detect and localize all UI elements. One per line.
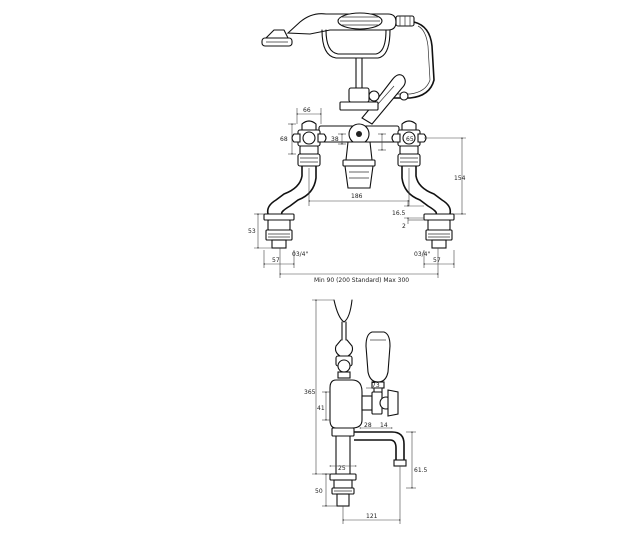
dim-25: 25: [338, 465, 346, 472]
dim-53: 53: [248, 228, 256, 235]
dim-154: 154: [454, 175, 466, 182]
dim-span: Min 90 (200 Standard) Max 300: [314, 277, 409, 284]
side-view: 365 41 73 28 14 25 61.5 50 121: [304, 298, 428, 524]
dim-50: 50: [315, 488, 323, 495]
dim-186: 186: [351, 193, 363, 200]
dim-65: 65: [406, 136, 414, 143]
dim-2: 2: [402, 223, 406, 230]
lever-handle-icon: [365, 331, 391, 395]
front-view: 66 68 38 65 186 154 16.5 2: [248, 12, 466, 284]
dim-121: 121: [366, 513, 378, 520]
dim-57-left: 57: [272, 257, 280, 264]
cross-handle-icon: [371, 389, 399, 417]
shower-handset-icon: [261, 12, 435, 99]
cross-handle-icon: [291, 120, 327, 167]
dim-16-5: 16.5: [392, 210, 406, 217]
dim-66: 66: [303, 107, 311, 114]
dim-73: 73: [372, 382, 380, 389]
dim-57-right: 57: [433, 257, 441, 264]
dim-68: 68: [280, 136, 288, 143]
cross-handle-icon: [391, 120, 427, 167]
dim-61-5: 61.5: [414, 467, 428, 474]
dim-365: 365: [304, 389, 316, 396]
thread-right: 03/4": [414, 251, 430, 258]
dim-28: 28: [364, 422, 372, 429]
dim-14: 14: [380, 422, 388, 429]
dim-38: 38: [331, 136, 339, 143]
dim-41: 41: [317, 405, 325, 412]
thread-left: 03/4": [292, 251, 308, 258]
